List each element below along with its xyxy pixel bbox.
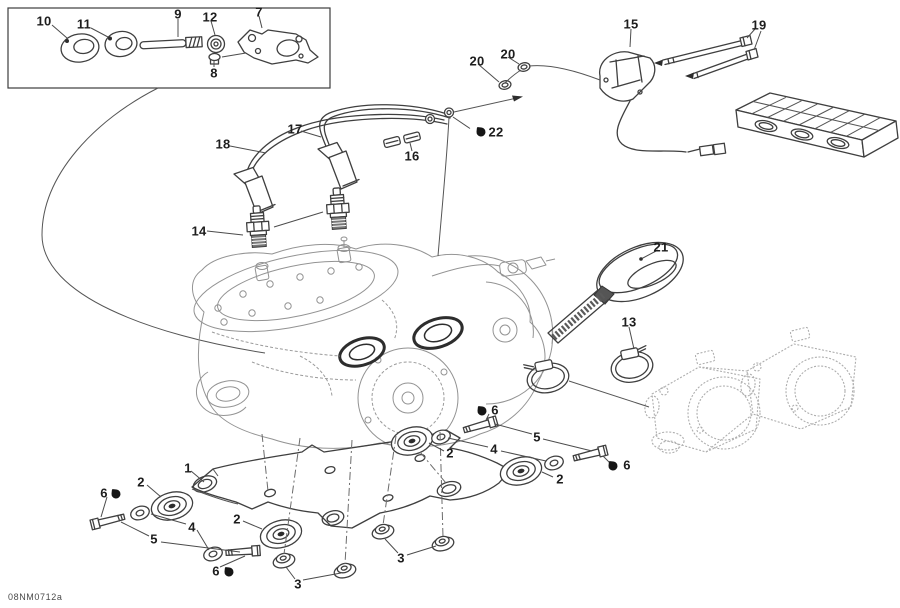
head-bolts — [214, 263, 363, 326]
inset-locator-curve — [41, 87, 266, 354]
washer-4 — [130, 505, 150, 521]
plate-7-sketch — [237, 29, 319, 65]
callout-13: 13 — [621, 314, 637, 330]
screw-19 — [654, 34, 753, 66]
flange-nut-3 — [333, 562, 357, 579]
mount-bracket-1-sketch — [191, 429, 511, 529]
nut-20 — [517, 62, 531, 72]
callout-5: 5 — [533, 429, 541, 445]
callout-8: 8 — [210, 65, 218, 81]
callout-2: 2 — [446, 445, 454, 461]
callout-leaders — [51, 15, 762, 581]
nut-12-sketch — [206, 34, 226, 54]
callout-19: 19 — [751, 17, 767, 33]
inset-detail-box — [7, 7, 331, 89]
washer-4 — [544, 455, 564, 471]
callout-20: 20 — [469, 53, 485, 69]
callout-6: 6 — [212, 563, 220, 579]
callout-9: 9 — [174, 6, 182, 22]
callout-4: 4 — [490, 441, 498, 457]
callout-22: 22 — [488, 124, 504, 140]
callout-18: 18 — [215, 136, 231, 152]
ignition-wires-sketch — [233, 104, 471, 257]
callout-2: 2 — [233, 511, 241, 527]
callout-16: 16 — [404, 148, 420, 164]
engine-sketch — [192, 236, 556, 449]
wire-clips-16 — [383, 131, 421, 149]
mount-hardware-sketch — [89, 415, 609, 579]
callout-2: 2 — [556, 471, 564, 487]
callout-2: 2 — [137, 474, 145, 490]
washer-11-sketch — [104, 30, 138, 58]
carburetors-sketch — [644, 326, 857, 454]
callout-14: 14 — [191, 223, 207, 239]
callout-15: 15 — [623, 16, 639, 32]
callout-7: 7 — [255, 4, 263, 20]
callout-10: 10 — [36, 13, 52, 29]
magneto-housing — [467, 255, 554, 405]
callout-5: 5 — [150, 531, 158, 547]
callout-1: 1 — [184, 460, 192, 476]
exhaust-flange — [196, 371, 250, 416]
callout-6: 6 — [491, 402, 499, 418]
spark-plug-boot — [317, 141, 360, 190]
flange-nut-3 — [272, 552, 296, 569]
screw-19 — [685, 47, 759, 80]
callout-6: 6 — [623, 457, 631, 473]
callout-17: 17 — [287, 121, 303, 137]
callout-11: 11 — [76, 16, 92, 32]
intake-sockets — [338, 316, 464, 368]
diagram-code: 08NM0712a — [8, 592, 63, 602]
flange-nut-3 — [371, 523, 395, 540]
ecu-box-sketch — [687, 92, 899, 158]
callout-6: 6 — [100, 485, 108, 501]
flange-nut-3 — [431, 535, 455, 552]
callout-12: 12 — [202, 9, 218, 25]
fuel-pump-and-hose — [431, 256, 556, 277]
bolt-5 — [462, 415, 499, 434]
rubber-mount-2 — [499, 456, 543, 486]
bolt-5 — [89, 513, 126, 531]
dipstick-21-sketch — [547, 241, 684, 344]
switch-assembly-sketch — [453, 34, 899, 158]
callout-20: 20 — [500, 46, 516, 62]
washer-10-sketch — [60, 33, 100, 63]
spark-plug-boot — [233, 166, 276, 215]
callout-4: 4 — [188, 519, 196, 535]
bolt-5 — [225, 544, 261, 557]
hose-clamps-13-sketch — [523, 345, 654, 408]
callout-21: 21 — [653, 239, 669, 255]
washer-4 — [203, 546, 223, 562]
callout-3: 3 — [294, 576, 302, 592]
spark-plug-towers — [254, 236, 352, 282]
rubber-mount-2 — [150, 491, 194, 521]
nut-20 — [498, 80, 512, 90]
rubber-mount-2 — [259, 519, 303, 549]
spark-plugs-14-sketch — [245, 187, 350, 248]
callout-3: 3 — [397, 550, 405, 566]
pin-9-sketch — [139, 36, 203, 50]
ring-terminals — [424, 107, 455, 125]
